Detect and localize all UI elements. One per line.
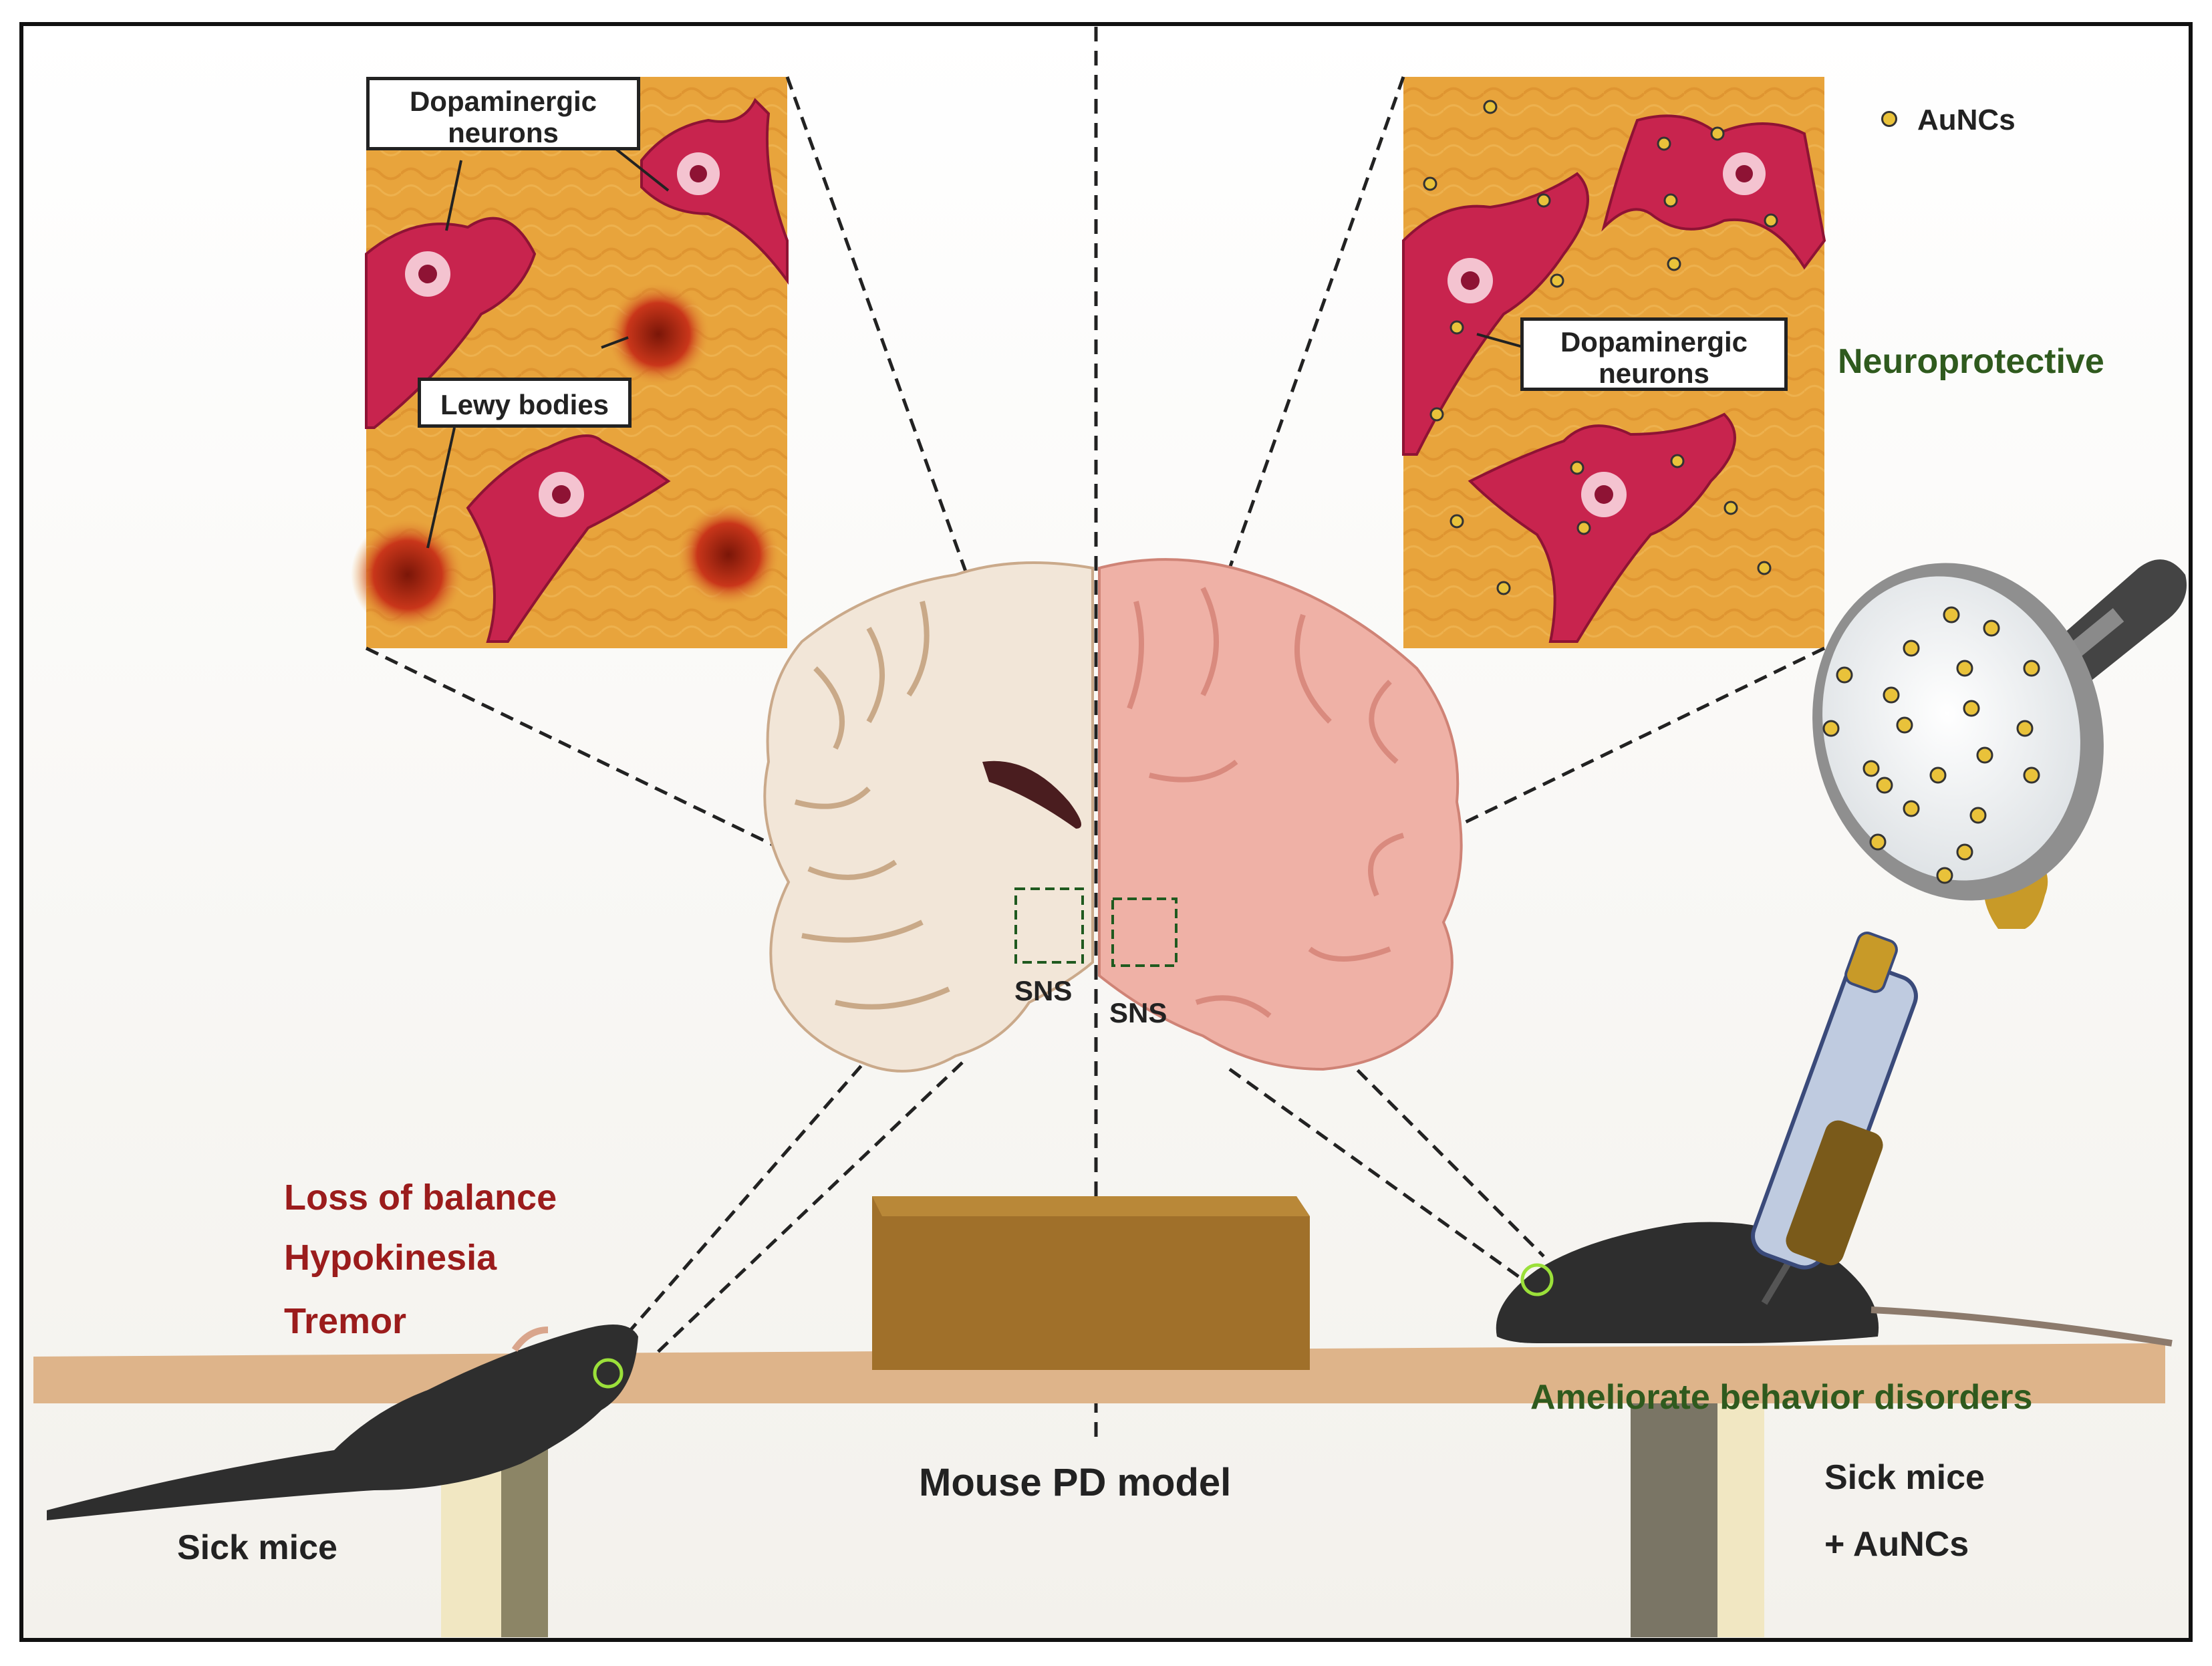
- ameliorate-label: Ameliorate behavior disorders: [1530, 1378, 2033, 1417]
- aunc-legend-text: AuNCs: [1917, 104, 2016, 136]
- neuron-icon: [1468, 412, 1736, 643]
- mouse-pd-model-label: Mouse PD model: [919, 1461, 1232, 1504]
- symptom-hypokinesia: Hypokinesia: [284, 1238, 497, 1278]
- dopaminergic-neurons-text: Dopaminergic neurons: [1560, 326, 1748, 390]
- neuroprotective-label: Neuroprotective: [1838, 342, 2104, 381]
- diseased-tissue-panel: [351, 77, 789, 648]
- protected-tissue-panel: [1402, 77, 1826, 648]
- magnifying-glass-icon: [1812, 559, 2187, 929]
- sick-mice-aunc-label-line1: Sick mice: [1824, 1458, 1985, 1497]
- sns-box-right: [1111, 897, 1178, 967]
- lewy-bodies-label: Lewy bodies: [418, 378, 632, 428]
- syringe-icon: [1751, 932, 1918, 1305]
- neuron-icon: [1402, 172, 1589, 456]
- sns-label-right: SNS: [1109, 997, 1167, 1028]
- sns-box-left: [1014, 887, 1084, 964]
- brain-icon: [763, 558, 1463, 1073]
- lewy-bodies-text: Lewy bodies: [440, 389, 609, 420]
- neuron-icon: [466, 434, 671, 643]
- sns-label-left: SNS: [1014, 975, 1073, 1006]
- dopaminergic-neurons-label-right: Dopaminergic neurons: [1520, 317, 1788, 391]
- sick-mice-aunc-label-line2: + AuNCs: [1824, 1525, 1969, 1564]
- symptom-loss-of-balance: Loss of balance: [284, 1177, 557, 1218]
- dopaminergic-neurons-label-left: Dopaminergic neurons: [366, 77, 640, 150]
- mouse-icon: [47, 1325, 638, 1520]
- symptom-tremor: Tremor: [284, 1301, 407, 1341]
- neuron-icon: [640, 98, 789, 285]
- lewy-body: [676, 503, 781, 607]
- sick-mice-label: Sick mice: [177, 1528, 337, 1567]
- aunc-particles: [1423, 100, 1778, 595]
- aunc-legend-dot-icon: [1881, 111, 1897, 127]
- lewy-body: [351, 518, 464, 632]
- dopaminergic-neurons-text: Dopaminergic neurons: [409, 86, 597, 149]
- lewy-body: [606, 282, 710, 386]
- box: [872, 1196, 1310, 1370]
